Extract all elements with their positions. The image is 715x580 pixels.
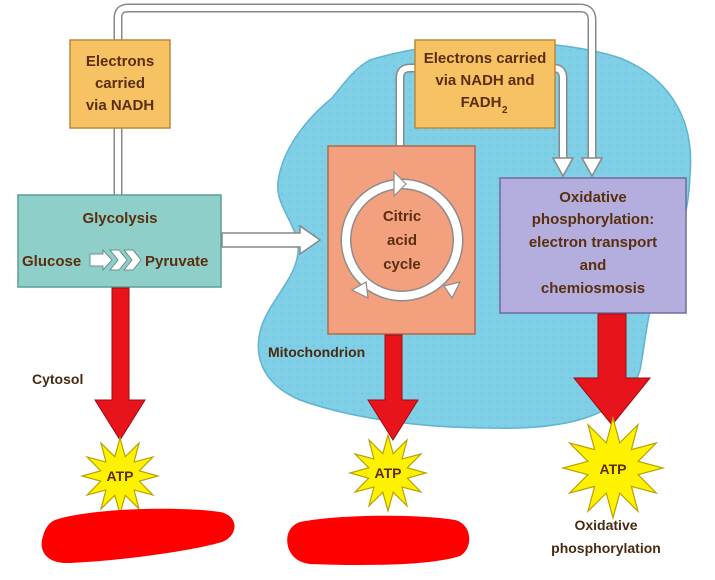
oxidative-line-4: and bbox=[580, 257, 607, 274]
redaction-left bbox=[41, 508, 235, 564]
glycolysis-title: Glycolysis bbox=[82, 210, 157, 227]
electrons-nadh-line-1: Electrons bbox=[86, 53, 154, 70]
oxidative-caption-line-1: Oxidative bbox=[574, 517, 637, 533]
electrons-nadh-box: Electrons carried via NADH bbox=[69, 39, 171, 129]
atp-label-oxidative: ATP bbox=[600, 461, 627, 477]
redaction-marks bbox=[41, 508, 470, 566]
oxidative-line-5: chemiosmosis bbox=[541, 280, 645, 297]
citric-line-3: cycle bbox=[383, 256, 421, 273]
redaction-middle bbox=[287, 515, 470, 566]
atp-star-glycolysis: ATP bbox=[79, 435, 161, 517]
atp-label-citric: ATP bbox=[375, 465, 402, 481]
electrons-nadh-fadh2-box: Electrons carried via NADH and FADH 2 bbox=[414, 39, 556, 129]
electrons-fadh2-line-2: via NADH and bbox=[435, 72, 534, 89]
oxidative-atp-arrow bbox=[572, 313, 652, 426]
electrons-nadh-line-2: carried bbox=[95, 75, 145, 92]
pyruvate-to-citric-arrow bbox=[221, 224, 322, 256]
cycle-arrowheads bbox=[350, 170, 462, 300]
atp-star-citric: ATP bbox=[347, 432, 429, 514]
fadh2-subscript: 2 bbox=[502, 105, 508, 116]
mitochondrion-label: Mitochondrion bbox=[268, 344, 365, 360]
glycolysis-atp-arrow bbox=[94, 287, 146, 441]
citric-acid-cycle-box: Citric acid cycle bbox=[327, 145, 476, 335]
glycolysis-step-arrows bbox=[89, 248, 142, 272]
atp-stars: ATP ATP ATP bbox=[79, 415, 666, 521]
glycolysis-input: Glucose bbox=[22, 253, 81, 270]
citric-line-1: Citric bbox=[383, 208, 421, 225]
citric-atp-arrow bbox=[367, 334, 419, 441]
atp-label-glycolysis: ATP bbox=[107, 468, 134, 484]
citric-line-2: acid bbox=[387, 232, 417, 249]
electrons-nadh-line-3: via NADH bbox=[86, 97, 154, 114]
glycolysis-box: Glycolysis Glucose Pyruvate bbox=[17, 194, 222, 288]
oxidative-phosphorylation-box: Oxidative phosphorylation: electron tran… bbox=[499, 177, 687, 314]
oxidative-line-1: Oxidative bbox=[559, 189, 627, 206]
glycolysis-output: Pyruvate bbox=[145, 253, 208, 270]
oxidative-line-3: electron transport bbox=[529, 234, 657, 251]
oxidative-line-2: phosphorylation: bbox=[532, 211, 655, 228]
cytosol-label: Cytosol bbox=[32, 371, 83, 387]
electrons-fadh2-line-3: FADH bbox=[461, 94, 502, 111]
atp-arrows bbox=[94, 287, 652, 441]
oxidative-caption-line-2: phosphorylation bbox=[551, 540, 661, 556]
electrons-fadh2-line-1: Electrons carried bbox=[424, 50, 547, 67]
nadh-electron-path bbox=[113, 3, 604, 195]
atp-star-oxidative: ATP bbox=[560, 415, 666, 521]
